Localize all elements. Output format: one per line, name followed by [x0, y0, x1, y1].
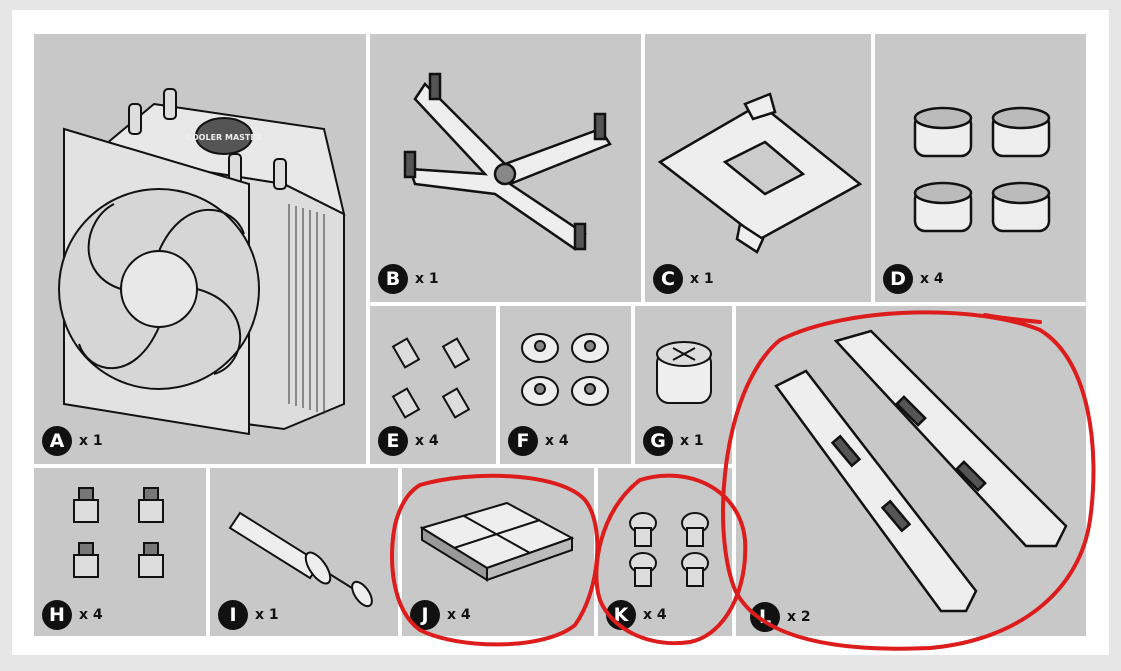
parts-sheet: COOLER MASTER A x 1 B x 1	[12, 10, 1109, 655]
part-e-panel: E x 4	[370, 306, 496, 464]
part-j-badge: J	[410, 600, 440, 630]
backplate-illustration	[657, 92, 863, 254]
part-k-badge: K	[606, 600, 636, 630]
part-e-quantity: x 4	[415, 433, 439, 449]
part-f-quantity: x 4	[545, 433, 569, 449]
part-i-panel: I x 1	[210, 468, 398, 636]
part-d-label: D x 4	[883, 264, 944, 294]
part-k-label: K x 4	[606, 600, 667, 630]
part-k-quantity: x 4	[643, 607, 667, 623]
part-i-label: I x 1	[218, 600, 279, 630]
part-c-quantity: x 1	[690, 271, 714, 287]
fan-brackets-illustration	[774, 329, 1068, 613]
part-i-badge: I	[218, 600, 248, 630]
part-j-label: J x 4	[410, 600, 471, 630]
part-l-label: L x 2	[750, 602, 811, 632]
part-e-label: E x 4	[378, 426, 439, 456]
part-f-badge: F	[508, 426, 538, 456]
part-b-quantity: x 1	[415, 271, 439, 287]
standoffs-illustration	[391, 337, 471, 419]
part-f-panel: F x 4	[500, 306, 631, 464]
x-bracket-illustration	[403, 72, 612, 251]
part-g-badge: G	[643, 426, 673, 456]
part-l-quantity: x 2	[787, 609, 811, 625]
part-j-panel: J x 4	[402, 468, 594, 636]
part-k-panel: K x 4	[598, 468, 732, 636]
part-c-label: C x 1	[653, 264, 714, 294]
part-g-label: G x 1	[643, 426, 704, 456]
cooler-logo-text: COOLER MASTER	[186, 133, 262, 142]
part-e-badge: E	[378, 426, 408, 456]
part-b-panel: B x 1	[370, 34, 641, 302]
part-a-panel: COOLER MASTER A x 1	[34, 34, 366, 464]
part-b-badge: B	[378, 264, 408, 294]
part-a-badge: A	[42, 426, 72, 456]
cap-illustration	[656, 341, 712, 404]
part-h-label: H x 4	[42, 600, 103, 630]
part-c-panel: C x 1	[645, 34, 871, 302]
nuts-illustration	[521, 333, 609, 406]
part-d-badge: D	[883, 264, 913, 294]
part-f-label: F x 4	[508, 426, 569, 456]
part-a-label: A x 1	[42, 426, 103, 456]
part-c-badge: C	[653, 264, 683, 294]
part-b-label: B x 1	[378, 264, 439, 294]
part-g-quantity: x 1	[680, 433, 704, 449]
part-h-quantity: x 4	[79, 607, 103, 623]
thermal-paste-illustration	[228, 511, 373, 608]
part-a-quantity: x 1	[79, 433, 103, 449]
part-h-panel: H x 4	[34, 468, 206, 636]
part-d-panel: D x 4	[875, 34, 1086, 302]
part-g-panel: G x 1	[635, 306, 732, 464]
part-d-quantity: x 4	[920, 271, 944, 287]
screws-illustration	[73, 487, 164, 578]
part-i-quantity: x 1	[255, 607, 279, 623]
part-l-panel: L x 2	[736, 306, 1086, 636]
spacers-illustration	[913, 106, 1051, 233]
part-j-quantity: x 4	[447, 607, 471, 623]
part-h-badge: H	[42, 600, 72, 630]
part-l-badge: L	[750, 602, 780, 632]
cpu-cooler-illustration: COOLER MASTER	[58, 88, 346, 436]
